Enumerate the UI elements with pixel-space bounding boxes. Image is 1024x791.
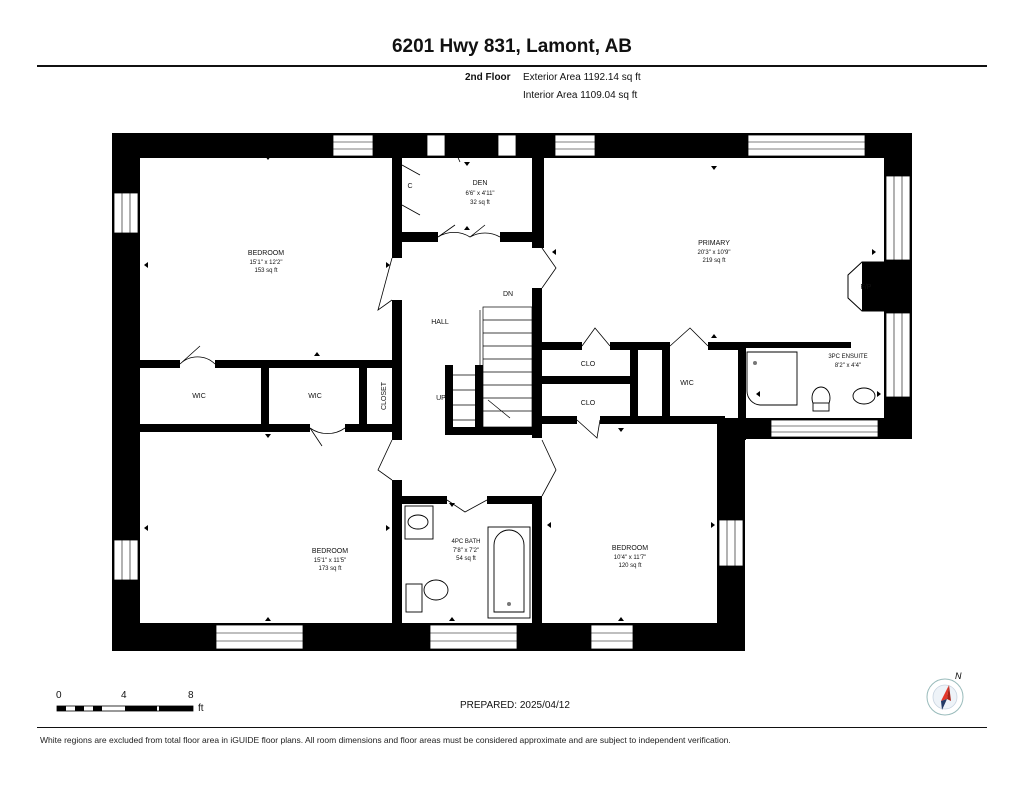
fireplace — [847, 261, 885, 312]
windows — [113, 134, 911, 650]
stairs-down-label: DN — [503, 291, 513, 298]
exterior-area: Exterior Area 1192.14 sq ft — [523, 72, 641, 83]
compass-icon: N — [924, 670, 968, 720]
ensuite-dims: 8'2" x 4'4" — [835, 363, 861, 369]
fixtures — [404, 351, 876, 619]
stairs — [453, 306, 533, 430]
den-area: 32 sq ft — [470, 200, 490, 206]
bedroom-sw-area: 173 sq ft — [318, 566, 341, 572]
door-swings — [179, 139, 709, 513]
hall-label: HALL — [431, 319, 449, 326]
dimension-arrows — [144, 156, 881, 621]
den-name: DEN — [473, 180, 488, 187]
stairs-up-label: UP — [436, 395, 446, 402]
primary-dims: 20'3" x 10'9" — [698, 250, 731, 256]
closet-label: CLOSET — [381, 381, 388, 410]
header-rule — [37, 65, 987, 67]
clo-1-label: CLO — [581, 361, 596, 368]
bedroom-nw-dims: 15'1" x 12'2" — [250, 260, 283, 266]
bedroom-sw-dims: 15'1" x 11'5" — [314, 558, 346, 564]
floor-label: 2nd Floor — [465, 72, 511, 83]
bedroom-se-dims: 10'4" x 11'7" — [614, 555, 646, 561]
bedroom-nw-name: BEDROOM — [248, 250, 284, 257]
wic-3-label: WIC — [680, 380, 694, 387]
bedroom-se-area: 120 sq ft — [618, 563, 641, 569]
disclaimer-text: White regions are excluded from total fl… — [40, 735, 731, 745]
bedroom-sw-name: BEDROOM — [312, 548, 348, 555]
clo-2-label: CLO — [581, 400, 596, 407]
compass-north-label: N — [955, 671, 962, 681]
scale-unit: ft — [198, 703, 204, 714]
interior-area: Interior Area 1109.04 sq ft — [523, 90, 638, 101]
bedroom-nw-area: 153 sq ft — [254, 268, 277, 274]
prepared-date: PREPARED: 2025/04/12 — [460, 700, 570, 711]
window-mullions — [121, 141, 903, 642]
primary-name: PRIMARY — [698, 240, 730, 247]
footer-rule — [37, 727, 987, 728]
bedroom-se-name: BEDROOM — [612, 545, 648, 552]
den-dims: 6'6" x 4'11" — [465, 191, 494, 197]
bath-area: 54 sq ft — [456, 556, 476, 562]
primary-area: 219 sq ft — [702, 258, 725, 264]
interior-walls — [140, 133, 851, 623]
wic-2-label: WIC — [308, 393, 322, 400]
closet-c-label: C — [407, 183, 412, 190]
scale-bar — [56, 705, 194, 712]
plan-title: 6201 Hwy 831, Lamont, AB — [391, 36, 633, 57]
fireplace-label: F/P — [861, 284, 872, 291]
bath-dims: 7'8" x 7'2" — [453, 548, 479, 554]
scale-tick-0: 0 — [56, 690, 62, 701]
bath-name: 4PC BATH — [452, 539, 481, 545]
wic-1-label: WIC — [192, 393, 206, 400]
scale-tick-4: 4 — [121, 690, 127, 701]
scale-tick-8: 8 — [188, 690, 194, 701]
ensuite-name: 3PC ENSUITE — [828, 354, 867, 360]
